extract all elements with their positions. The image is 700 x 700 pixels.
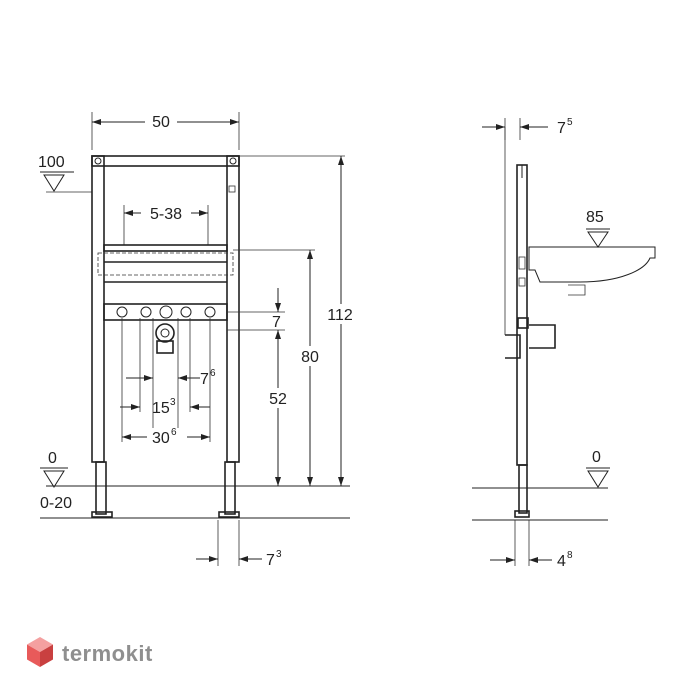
dim-basin-height: 85 xyxy=(586,209,604,226)
connection-fittings xyxy=(116,305,216,319)
dim-gap-7: 7 xyxy=(272,314,281,331)
dim-foot-width-sup: 3 xyxy=(276,549,282,560)
dim-width-15-base: 15 xyxy=(152,400,170,417)
dim-width-15-sup: 3 xyxy=(170,397,176,408)
dim-width-30-base: 30 xyxy=(152,430,170,447)
dim-total-height: 112 xyxy=(327,307,353,324)
front-view: 50 100 5-38 xyxy=(38,112,360,569)
termokit-logo-icon xyxy=(27,637,53,667)
dim-foot-depth-sup: 8 xyxy=(567,550,573,561)
dim-width-30-sup: 6 xyxy=(171,427,177,438)
dim-side-floor-level: 0 xyxy=(592,449,601,466)
dim-width-main: 50 xyxy=(152,114,170,131)
dim-offset-sup: 6 xyxy=(210,368,216,379)
dim-floor-level: 0 xyxy=(48,450,57,467)
brand-name: termokit xyxy=(62,641,153,666)
dim-foot-width-base: 7 xyxy=(266,552,275,569)
dim-floor-range: 0-20 xyxy=(40,495,72,512)
dim-range-inner: 5-38 xyxy=(150,206,182,223)
dim-foot-depth-base: 4 xyxy=(557,553,566,570)
dim-height-52: 52 xyxy=(269,391,287,408)
dim-depth-top-base: 7 xyxy=(557,120,566,137)
dim-offset-base: 7 xyxy=(200,371,209,388)
side-view: 7 5 85 0 4 8 xyxy=(472,117,656,570)
dim-height-ref: 100 xyxy=(38,154,65,171)
dim-height-80: 80 xyxy=(301,349,319,366)
dim-depth-top-sup: 5 xyxy=(567,117,573,128)
